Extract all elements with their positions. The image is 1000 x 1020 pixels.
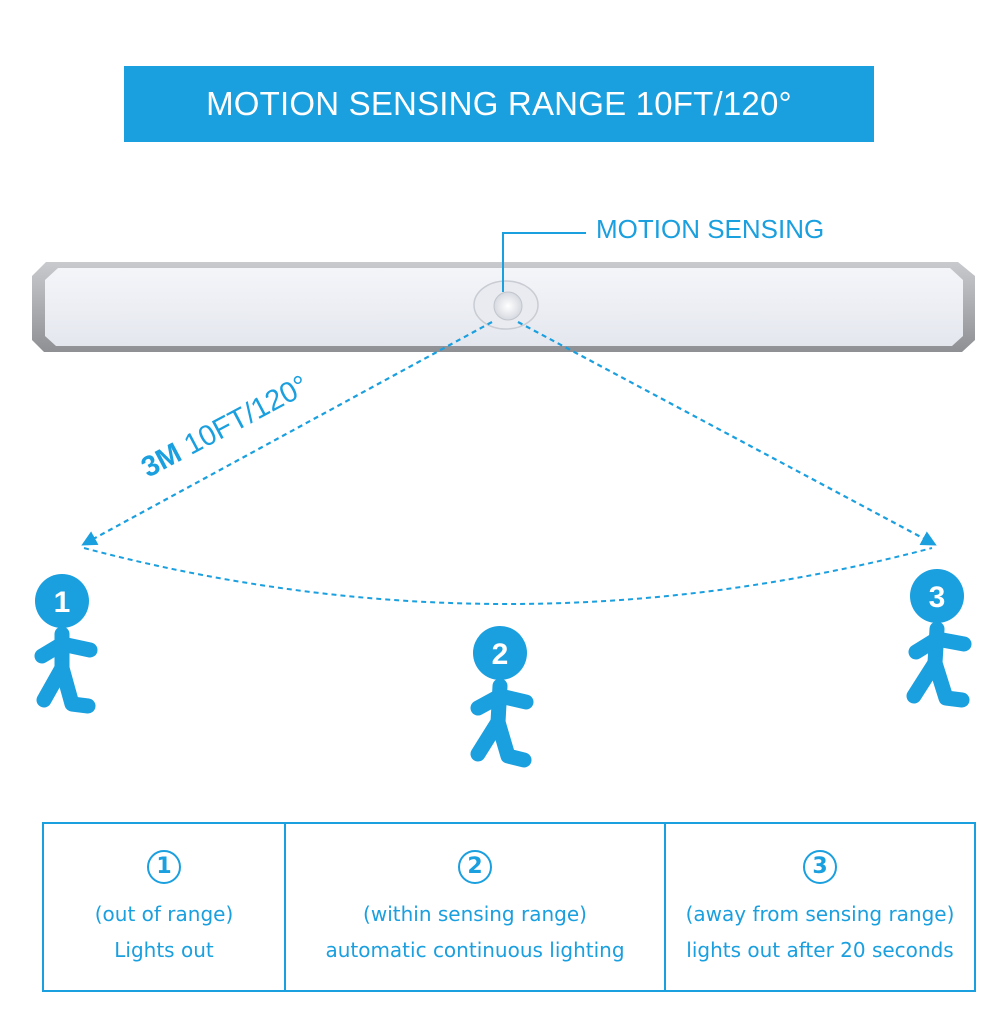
- title-banner: MOTION SENSING RANGE 10FT/120°: [124, 66, 874, 142]
- range-label-rest: 10FT/120°: [172, 369, 314, 465]
- person-head-icon: [35, 574, 89, 628]
- panel-condition: (within sensing range): [363, 902, 587, 926]
- walking-person-3: 3: [906, 569, 972, 708]
- panel-condition: (away from sensing range): [685, 902, 955, 926]
- panel-within-range: 2 (within sensing range) automatic conti…: [286, 824, 666, 990]
- panel-away-from-range: 3 (away from sensing range) lights out a…: [666, 824, 974, 990]
- panel-condition: (out of range): [94, 902, 234, 926]
- person-head-icon: [910, 569, 964, 623]
- person-head-icon: [473, 626, 527, 680]
- person-number: 3: [929, 581, 946, 614]
- range-label: 3M 10FT/120°: [136, 369, 314, 484]
- range-arc: [83, 547, 933, 605]
- state-panels: 1 (out of range) Lights out 2 (within se…: [42, 822, 976, 992]
- motion-sensor-icon: [493, 291, 523, 321]
- person-number: 1: [54, 586, 71, 619]
- circled-number: 2: [458, 850, 492, 884]
- panel-result: lights out after 20 seconds: [686, 938, 954, 962]
- person-number: 2: [492, 638, 509, 671]
- panel-result: automatic continuous lighting: [325, 938, 625, 962]
- page-title: MOTION SENSING RANGE 10FT/120°: [206, 85, 792, 122]
- range-line-left: [81, 321, 493, 546]
- circled-number: 3: [803, 850, 837, 884]
- panel-result: Lights out: [114, 938, 214, 962]
- sensor-label: MOTION SENSING: [596, 214, 824, 244]
- range-line-right: [517, 321, 937, 546]
- sensor-callout-line: [502, 232, 586, 292]
- walking-person-2: 2: [470, 626, 534, 768]
- light-bar: [32, 262, 975, 352]
- circled-number: 1: [147, 850, 181, 884]
- panel-out-of-range: 1 (out of range) Lights out: [44, 824, 286, 990]
- walking-person-1: 1: [34, 574, 98, 714]
